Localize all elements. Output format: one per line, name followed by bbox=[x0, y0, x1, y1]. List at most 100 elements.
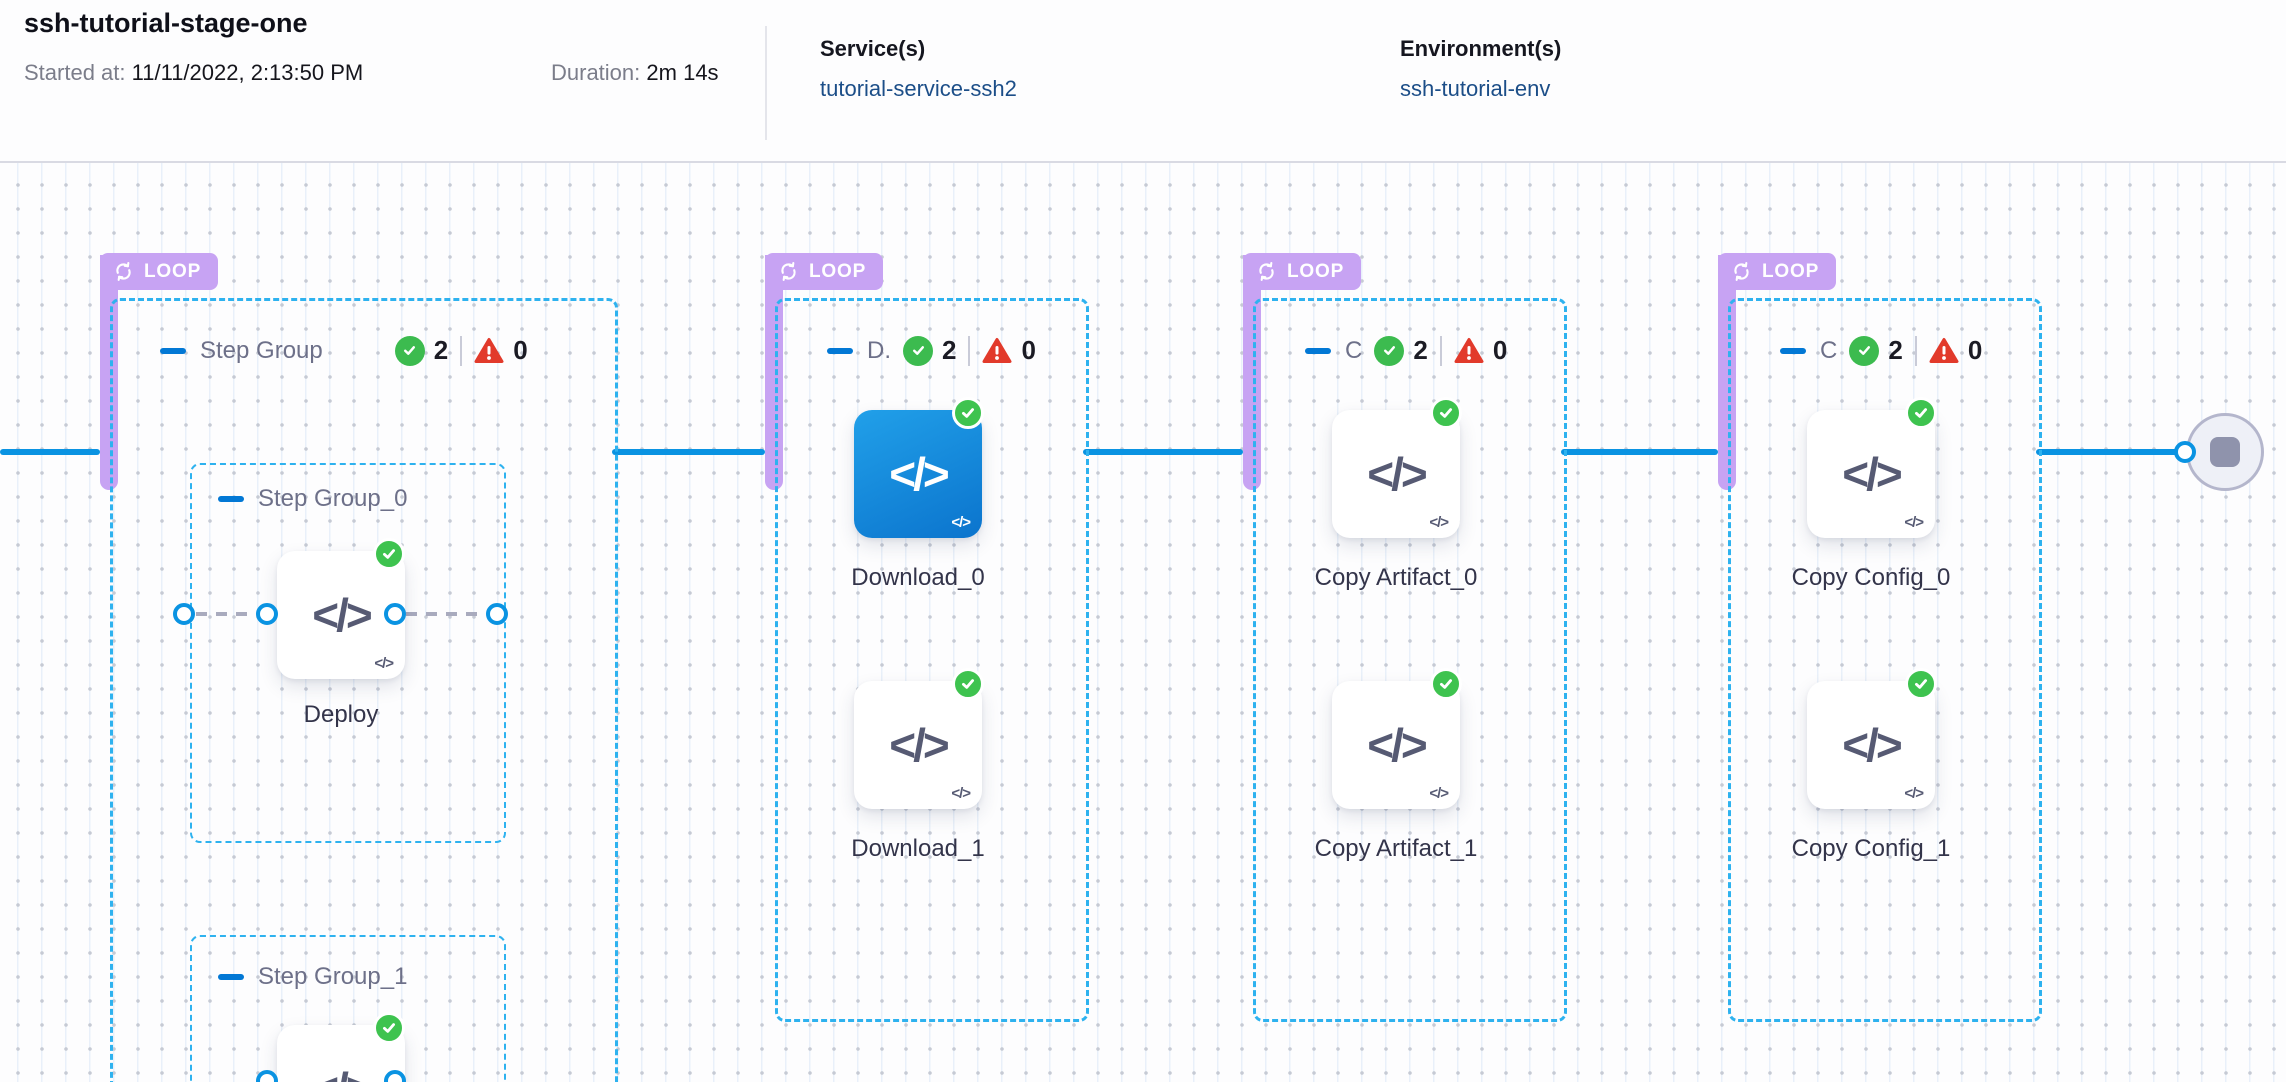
started-at: Started at: 11/11/2022, 2:13:50 PM bbox=[24, 60, 363, 86]
step-node-copy-artifact-0[interactable]: </> </> bbox=[1332, 410, 1460, 538]
step-group-title: Step Group bbox=[200, 336, 323, 364]
code-step-icon: </> bbox=[312, 589, 372, 641]
port-handle[interactable] bbox=[2174, 441, 2196, 463]
loop-badge: LOOP bbox=[100, 253, 219, 290]
download-group-header[interactable]: D. 2 0 bbox=[827, 335, 1036, 366]
status-counts: 2 0 bbox=[394, 335, 528, 366]
duration: Duration: 2m 14s bbox=[551, 60, 719, 86]
port-handle[interactable] bbox=[384, 603, 406, 625]
collapse-minus-icon[interactable] bbox=[827, 347, 853, 354]
step-node-label: Copy Config_0 bbox=[1791, 564, 1951, 591]
success-count-icon bbox=[1374, 335, 1405, 366]
copy-artifact-group-header[interactable]: C 2 0 bbox=[1305, 335, 1507, 366]
environment-link[interactable]: ssh-tutorial-env bbox=[1400, 76, 1551, 101]
success-count: 2 bbox=[942, 335, 957, 365]
status-counts: 2 0 bbox=[903, 335, 1036, 366]
code-step-mini-icon: </> bbox=[1904, 514, 1924, 531]
loop-icon bbox=[1734, 262, 1749, 281]
connector-dashed bbox=[196, 612, 256, 616]
step-node-download-1[interactable]: </> </> bbox=[854, 681, 982, 809]
step-node-label: Deploy bbox=[303, 701, 379, 728]
code-step-mini-icon: </> bbox=[1429, 514, 1449, 531]
code-step-icon: </> bbox=[889, 719, 949, 771]
count-divider bbox=[1439, 335, 1442, 366]
step-node-label: Copy Config_1 bbox=[1791, 835, 1951, 862]
step-node-deploy[interactable]: </> </> bbox=[277, 551, 405, 679]
step-group-container[interactable] bbox=[110, 298, 618, 1082]
success-badge-icon bbox=[952, 397, 984, 429]
success-badge-icon bbox=[373, 1012, 405, 1044]
success-count: 2 bbox=[433, 335, 449, 365]
loop-icon bbox=[781, 262, 796, 281]
code-step-icon: </> bbox=[1842, 719, 1902, 771]
loop-strip bbox=[1243, 255, 1261, 490]
step-group-1-container[interactable] bbox=[190, 935, 506, 1082]
port-handle[interactable] bbox=[486, 603, 508, 625]
execution-graph-canvas[interactable]: LOOP Step Group 2 0 Step Group_0 </> </ bbox=[0, 163, 2286, 1082]
loop-icon bbox=[116, 262, 131, 281]
loop-badge-label: LOOP bbox=[1287, 260, 1345, 282]
success-count-icon bbox=[1849, 335, 1880, 366]
download-group-title: D. bbox=[867, 336, 891, 364]
failure-count-icon bbox=[1929, 338, 1959, 363]
collapse-minus-icon[interactable] bbox=[218, 974, 244, 980]
code-step-icon: </> bbox=[889, 448, 949, 500]
port-handle[interactable] bbox=[256, 1070, 278, 1082]
port-handle[interactable] bbox=[256, 603, 278, 625]
step-group-1-title: Step Group_1 bbox=[258, 963, 408, 990]
loop-badge-label: LOOP bbox=[1762, 260, 1820, 282]
stage-details-header: ssh-tutorial-stage-one Started at: 11/11… bbox=[0, 0, 2286, 163]
services-label: Service(s) bbox=[820, 36, 926, 61]
environments-label: Environment(s) bbox=[1400, 36, 1562, 61]
success-badge-icon bbox=[1430, 397, 1462, 429]
code-step-mini-icon: </> bbox=[951, 514, 971, 531]
collapse-minus-icon[interactable] bbox=[218, 496, 244, 502]
step-group-0-header[interactable]: Step Group_0 bbox=[218, 485, 407, 513]
failure-count-icon bbox=[1454, 338, 1484, 363]
success-count: 2 bbox=[1888, 335, 1903, 365]
flow-line bbox=[2036, 449, 2185, 455]
header-divider bbox=[765, 26, 767, 140]
flow-line bbox=[0, 449, 100, 455]
code-step-icon: </> bbox=[1367, 448, 1427, 500]
copy-artifact-group-title: C bbox=[1345, 336, 1363, 364]
code-step-icon: </> bbox=[1842, 448, 1902, 500]
duration-value: 2m 14s bbox=[646, 60, 719, 85]
loop-badge: LOOP bbox=[1718, 253, 1837, 290]
collapse-minus-icon[interactable] bbox=[1780, 347, 1806, 354]
success-count: 2 bbox=[1413, 335, 1428, 365]
code-step-mini-icon: </> bbox=[374, 655, 394, 672]
copy-artifact-group-container[interactable] bbox=[1253, 298, 1567, 1022]
download-group-container[interactable] bbox=[775, 298, 1089, 1022]
step-group-header[interactable]: Step Group 2 0 bbox=[160, 335, 528, 366]
flow-line bbox=[1083, 449, 1243, 455]
step-node-download-0[interactable]: </> </> bbox=[854, 410, 982, 538]
loop-strip bbox=[1718, 255, 1736, 490]
code-step-icon: </> bbox=[1367, 719, 1427, 771]
code-step-mini-icon: </> bbox=[951, 785, 971, 802]
loop-icon bbox=[1259, 262, 1274, 281]
step-node-copy-artifact-1[interactable]: </> </> bbox=[1332, 681, 1460, 809]
collapse-minus-icon[interactable] bbox=[160, 347, 186, 354]
step-group-0-title: Step Group_0 bbox=[258, 485, 408, 512]
service-link[interactable]: tutorial-service-ssh2 bbox=[820, 76, 1017, 101]
step-node-copy-config-0[interactable]: </> </> bbox=[1807, 410, 1935, 538]
port-handle[interactable] bbox=[384, 1070, 406, 1082]
failure-count: 0 bbox=[1021, 335, 1036, 365]
stage-title: ssh-tutorial-stage-one bbox=[24, 8, 308, 38]
status-counts: 2 0 bbox=[1849, 335, 1982, 366]
port-handle[interactable] bbox=[173, 603, 195, 625]
success-badge-icon bbox=[1430, 668, 1462, 700]
success-badge-icon bbox=[1905, 668, 1937, 700]
failure-count: 0 bbox=[1967, 335, 1983, 365]
flow-line bbox=[1561, 449, 1718, 455]
step-group-0-container[interactable] bbox=[190, 463, 506, 843]
step-node-label: Copy Artifact_1 bbox=[1314, 835, 1478, 862]
copy-config-group-header[interactable]: C 2 0 bbox=[1780, 335, 1982, 366]
success-badge-icon bbox=[373, 538, 405, 570]
collapse-minus-icon[interactable] bbox=[1305, 347, 1331, 354]
step-group-1-header[interactable]: Step Group_1 bbox=[218, 963, 407, 991]
step-node-copy-config-1[interactable]: </> </> bbox=[1807, 681, 1935, 809]
started-at-value: 11/11/2022, 2:13:50 PM bbox=[131, 60, 364, 85]
copy-config-group-container[interactable] bbox=[1728, 298, 2042, 1022]
